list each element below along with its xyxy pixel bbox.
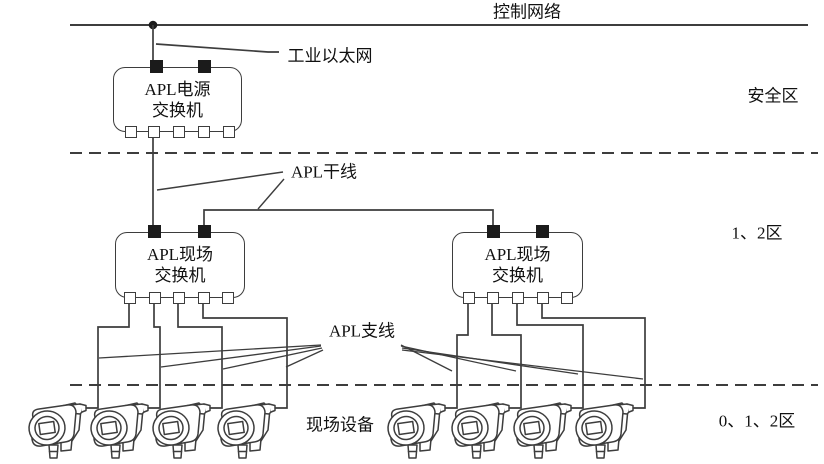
apl-spur-leader-1 bbox=[98, 344, 322, 359]
pressure-transmitter-icon bbox=[150, 402, 211, 459]
wire-trunk-horizontal bbox=[203, 209, 494, 226]
zone-0-1-2-label: 0、1、2区 bbox=[718, 411, 796, 431]
spur-port-icon bbox=[124, 292, 136, 304]
zone-1-2-label: 1、2区 bbox=[731, 223, 783, 243]
trunk-out-port-icon bbox=[536, 225, 549, 238]
wire-spur-2 bbox=[148, 304, 161, 409]
spur-port-icon bbox=[512, 292, 524, 304]
pressure-transmitter-icon bbox=[511, 402, 572, 459]
wire-spur-7 bbox=[516, 304, 584, 409]
apl-spur-leader-3 bbox=[222, 347, 323, 370]
trunk-port-icon bbox=[148, 126, 160, 138]
apl-power-switch-label-line1: APL电源 bbox=[144, 79, 211, 99]
apl-trunk-label: APL干线 bbox=[290, 162, 358, 182]
pressure-transmitter-icon bbox=[573, 402, 634, 459]
spur-port-icon bbox=[149, 292, 161, 304]
wire-spur-4 bbox=[202, 304, 288, 409]
apl-field-switch-right: APL现场 交换机 bbox=[452, 225, 583, 304]
wire-spur-3 bbox=[177, 304, 223, 409]
trunk-out-port-icon bbox=[198, 225, 211, 238]
pressure-transmitter-icon bbox=[385, 402, 446, 459]
apl-field-switch-label-line1: APL现场 bbox=[146, 245, 214, 264]
trunk-in-port-icon bbox=[487, 225, 500, 238]
apl-spur-leader-2 bbox=[160, 345, 322, 368]
spur-port-icon bbox=[561, 292, 573, 304]
apl-spur-leader-4 bbox=[285, 349, 324, 368]
zone-safety-label: 安全区 bbox=[747, 86, 799, 106]
apl-trunk-leader-1 bbox=[156, 171, 284, 191]
trunk-port-icon bbox=[223, 126, 235, 138]
apl-spur-leader-8 bbox=[401, 349, 644, 380]
pressure-transmitter-icon bbox=[215, 402, 276, 459]
apl-field-switch-label-line2: 交换机 bbox=[154, 266, 206, 285]
wire-spur-5 bbox=[445, 304, 469, 409]
industrial-ethernet-leader-line bbox=[155, 43, 279, 53]
wire-spur-1 bbox=[86, 304, 130, 409]
trunk-port-icon bbox=[198, 126, 210, 138]
apl-field-switch-label-line2: 交换机 bbox=[492, 266, 543, 285]
industrial-ethernet-label: 工业以太网 bbox=[287, 46, 373, 66]
apl-power-switch-label-line2: 交换机 bbox=[152, 100, 203, 120]
spur-port-icon bbox=[463, 292, 475, 304]
field-devices-label: 现场设备 bbox=[306, 415, 374, 435]
trunk-port-icon bbox=[125, 126, 137, 138]
trunk-port-icon bbox=[173, 126, 185, 138]
trunk-in-port-icon bbox=[148, 225, 161, 238]
apl-power-switch: APL电源 交换机 bbox=[113, 60, 242, 138]
spur-port-icon bbox=[537, 292, 549, 304]
wire-spur-8 bbox=[541, 304, 646, 409]
apl-trunk-leader-2 bbox=[257, 178, 285, 210]
spur-port-icon bbox=[173, 292, 185, 304]
apl-spur-label: APL支线 bbox=[328, 321, 396, 341]
apl-field-switch-left: APL现场 交换机 bbox=[115, 225, 245, 304]
pressure-transmitter-icon bbox=[88, 402, 149, 459]
pressure-transmitter-icon bbox=[449, 402, 510, 459]
pressure-transmitter-icon bbox=[26, 402, 87, 459]
control-network-label: 控制网络 bbox=[493, 2, 561, 22]
spur-port-icon bbox=[487, 292, 499, 304]
wire-spur-6 bbox=[491, 304, 522, 409]
spur-port-icon bbox=[222, 292, 234, 304]
uplink-port-icon bbox=[198, 60, 211, 73]
apl-field-switch-label-line1: APL现场 bbox=[484, 245, 551, 264]
uplink-port-icon bbox=[150, 60, 163, 73]
spur-port-icon bbox=[198, 292, 210, 304]
